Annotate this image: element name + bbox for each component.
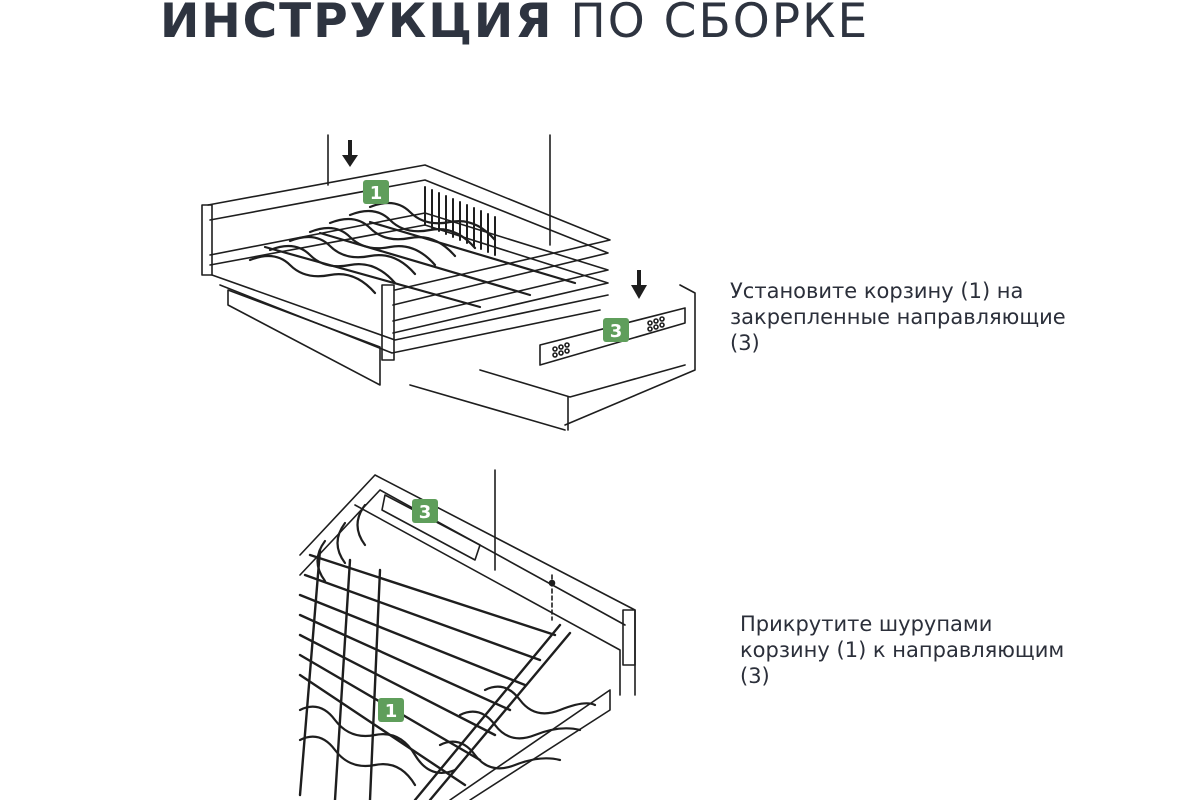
- svg-text:1: 1: [370, 183, 383, 204]
- frame-post: [381, 284, 395, 361]
- dish-rack: [424, 186, 496, 256]
- screw-icon: [548, 579, 556, 587]
- basket-wave-wires: [298, 685, 597, 787]
- step-1-caption: Установите корзину (1) на закрепленные н…: [730, 279, 1066, 355]
- drawer-base: [227, 289, 381, 386]
- title-light: ПО СБОРКЕ: [570, 0, 870, 49]
- basket-wire-floor: [248, 201, 577, 309]
- basket-loops: [316, 503, 367, 583]
- cabinet-shelf: [409, 284, 696, 431]
- basket-rail: [299, 489, 626, 626]
- svg-text:3: 3: [419, 502, 432, 523]
- front-rail: [449, 689, 611, 801]
- down-arrow-icon: [631, 270, 647, 299]
- basket-rail: [209, 212, 609, 322]
- down-arrow-icon: [342, 140, 358, 167]
- badge-3: 3: [603, 318, 629, 342]
- step-1-illustration: 1 3: [180, 125, 720, 440]
- guide-rail: [381, 494, 481, 561]
- badge-1: 1: [363, 180, 389, 204]
- basket-rail: [219, 284, 601, 354]
- frame-post: [201, 204, 213, 276]
- step-2-illustration: 3 1: [290, 465, 660, 802]
- page-title: ИНСТРУКЦИЯ ПО СБОРКЕ: [160, 0, 869, 52]
- basket-rail: [209, 224, 609, 334]
- basket-rail: [209, 179, 609, 306]
- guide-rail: [539, 307, 686, 366]
- svg-text:1: 1: [385, 701, 398, 722]
- title-bold: ИНСТРУКЦИЯ: [160, 0, 554, 49]
- frame-post: [622, 609, 636, 666]
- svg-text:3: 3: [610, 321, 623, 342]
- basket-rail: [207, 164, 611, 291]
- step-2-caption: Прикрутите шурупами корзину (1) к направ…: [740, 612, 1065, 688]
- basket-rail: [354, 504, 621, 696]
- basket-rail: [211, 274, 609, 341]
- badge-1: 1: [378, 698, 404, 722]
- badge-3: 3: [412, 499, 438, 523]
